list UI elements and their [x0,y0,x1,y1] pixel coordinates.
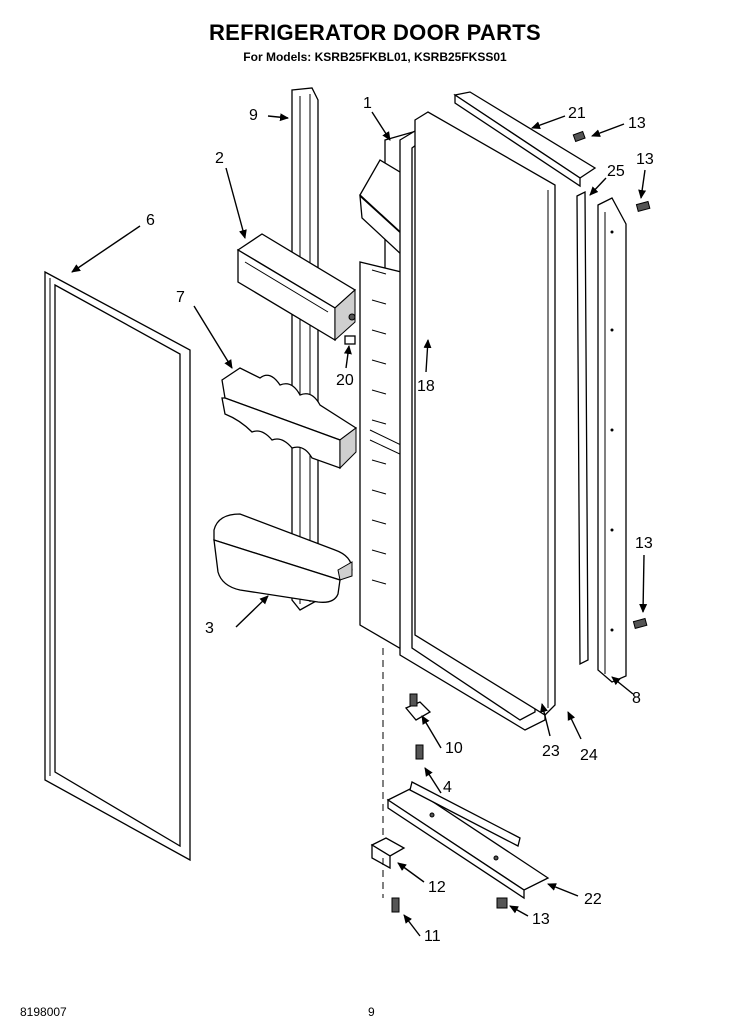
models-subtitle: For Models: KSRB25FKBL01, KSRB25FKSS01 [243,50,507,64]
document-number: 8198007 [20,1005,67,1019]
callout-3: 3 [205,620,214,637]
part-13-screw-lower-right [632,617,648,630]
part-11-screw [391,897,400,913]
callout-6: 6 [146,212,155,229]
part-24-outer-gasket [414,111,556,716]
part-6-door-gasket [44,270,191,862]
part-4-screw [415,744,424,760]
part-7-bottle-shelf [221,367,358,470]
page-number: 9 [368,1005,375,1019]
callout-13-top: 13 [628,115,646,132]
callout-1: 1 [363,95,372,112]
callout-13-lower-right: 13 [635,535,653,552]
part-8-side-trim [597,197,627,683]
part-13-screw-bottom [496,897,508,909]
page-title: REFRIGERATOR DOOR PARTS [208,20,542,45]
callout-25: 25 [607,163,625,180]
callout-20: 20 [336,372,354,389]
part-25-side-strip [576,190,589,666]
callout-12: 12 [428,879,446,896]
callout-18: 18 [417,378,435,395]
part-9-vertical-trim [291,87,319,611]
part-2-upper-shelf [236,233,357,342]
part-3-door-bin [213,513,353,603]
part-21-top-trim [453,91,597,188]
callout-9: 9 [249,107,258,124]
callout-4: 4 [443,779,452,796]
callout-22: 22 [584,891,602,908]
callout-7: 7 [176,289,185,306]
part-10-hinge-pin [404,693,432,721]
callout-13-upper-right: 13 [636,151,654,168]
part-20-clip [344,335,356,345]
part-13-screw-upper-right [635,200,651,213]
callout-11: 11 [424,928,441,945]
callout-8: 8 [632,690,641,707]
callout-24: 24 [580,747,598,764]
callout-13-bottom: 13 [532,911,550,928]
callout-10: 10 [445,740,463,757]
part-13-screw-top [572,130,586,143]
leader-lines [71,111,648,937]
callout-21: 21 [568,105,586,122]
part-12-hinge-bracket [370,837,406,870]
callout-2: 2 [215,150,224,167]
part-22-bottom-hinge [386,781,550,900]
callout-23: 23 [542,743,560,760]
